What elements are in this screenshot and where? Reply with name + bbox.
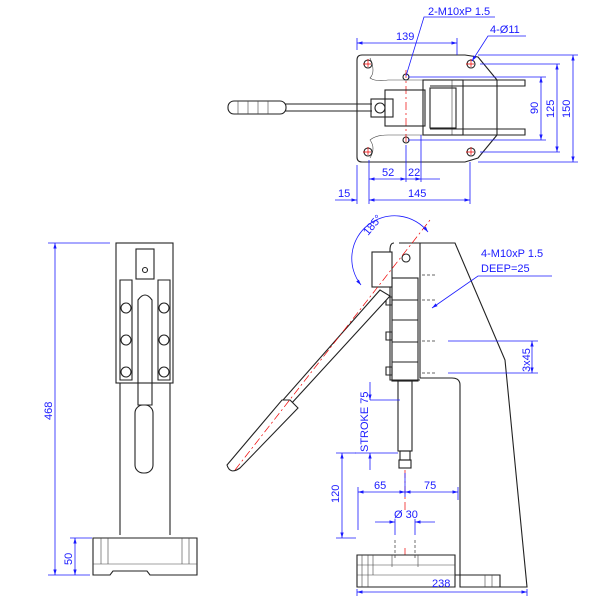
side-handle-grip bbox=[226, 399, 299, 472]
dim-150: 150 bbox=[561, 100, 573, 118]
dim-145: 145 bbox=[408, 188, 426, 200]
front-handle-grip bbox=[134, 404, 154, 474]
dim-65: 65 bbox=[374, 480, 386, 492]
front-base bbox=[92, 537, 198, 576]
dim-90: 90 bbox=[529, 102, 541, 114]
pinion-block bbox=[371, 251, 393, 288]
mounting-holes bbox=[363, 59, 476, 157]
bolt-heads bbox=[120, 302, 170, 378]
base-plate bbox=[356, 54, 498, 163]
dim-468: 468 bbox=[43, 402, 55, 420]
side-view: 185° 4-M10xP 1.5 DEEP=25 3x45 STROKE 75 … bbox=[226, 213, 552, 596]
dim-125: 125 bbox=[545, 100, 557, 118]
top-view: 139 2-M10xP 1.5 4-Ø11 52 22 15 145 90 12… bbox=[227, 6, 578, 204]
dim-15: 15 bbox=[338, 188, 350, 200]
handle-bar bbox=[285, 103, 372, 112]
side-handle bbox=[282, 289, 391, 406]
front-view: 468 50 bbox=[43, 242, 198, 576]
handle-pivot bbox=[370, 98, 394, 118]
dim-238: 238 bbox=[432, 578, 450, 590]
dim-3x45: 3x45 bbox=[521, 348, 533, 372]
dim-75: 75 bbox=[424, 480, 436, 492]
bore-diameter: Ø 30 bbox=[394, 509, 418, 521]
stroke-label: STROKE 75 bbox=[359, 391, 371, 452]
rack-housing bbox=[391, 277, 419, 382]
ram bbox=[397, 380, 413, 452]
dim-120: 120 bbox=[330, 485, 342, 503]
dim-22: 22 bbox=[408, 167, 420, 179]
head bbox=[115, 242, 174, 384]
thread-note-side-2: DEEP=25 bbox=[481, 263, 530, 275]
thread-note-side-1: 4-M10xP 1.5 bbox=[481, 248, 543, 260]
dim-139: 139 bbox=[396, 31, 414, 43]
dim-50: 50 bbox=[63, 553, 75, 565]
frame bbox=[399, 242, 528, 588]
thread-note-top: 2-M10xP 1.5 bbox=[428, 6, 490, 18]
hole-note: 4-Ø11 bbox=[490, 24, 520, 36]
angle-185: 185° bbox=[361, 213, 385, 238]
side-base bbox=[356, 554, 456, 588]
dim-52: 52 bbox=[382, 167, 394, 179]
fork-rails bbox=[430, 79, 526, 136]
handle-grip bbox=[227, 100, 287, 115]
